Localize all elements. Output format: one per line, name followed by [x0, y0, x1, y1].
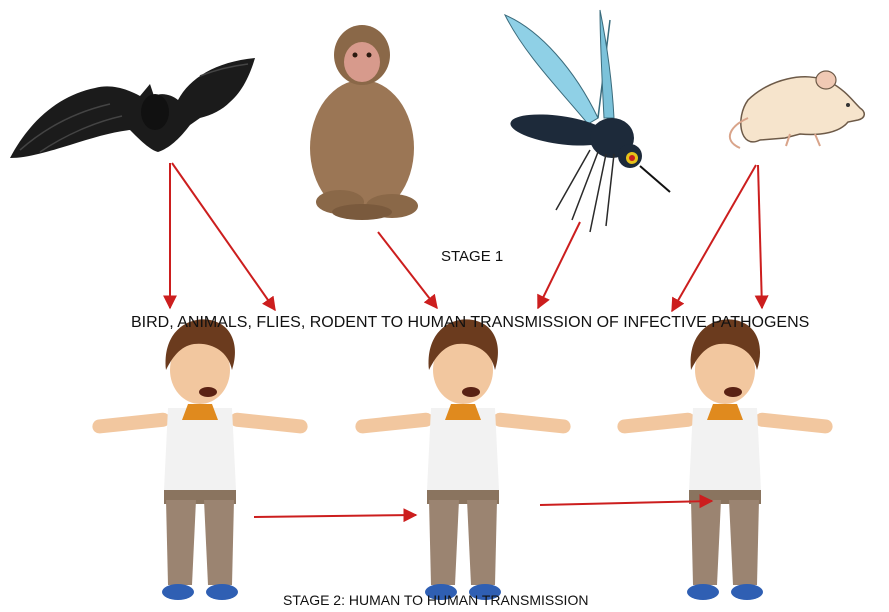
- boy-figure-1: [92, 319, 309, 600]
- bat-icon: [10, 58, 255, 158]
- arrow-bat-right: [172, 163, 275, 310]
- boy-figure: [92, 319, 309, 600]
- arrow-human-2-3: [540, 501, 712, 505]
- stage1-label: STAGE 1: [441, 248, 503, 265]
- arrow-mosquito: [538, 222, 580, 308]
- arrow-rat-left: [672, 165, 756, 311]
- boy-figure-2: [355, 319, 572, 600]
- arrow-monkey: [378, 232, 437, 308]
- rat-icon: [730, 71, 864, 148]
- arrow-rat-right: [758, 165, 762, 308]
- monkey-icon: [310, 25, 418, 220]
- transmission-caption: BIRD, ANIMALS, FLIES, RODENT TO HUMAN TR…: [131, 314, 809, 332]
- stage2-label: STAGE 2: HUMAN TO HUMAN TRANSMISSION: [283, 592, 588, 608]
- mosquito-icon: [505, 10, 670, 232]
- boy-figure-3: [617, 319, 834, 600]
- stage1-arrows: [170, 163, 762, 311]
- arrow-human-1-2: [254, 515, 416, 517]
